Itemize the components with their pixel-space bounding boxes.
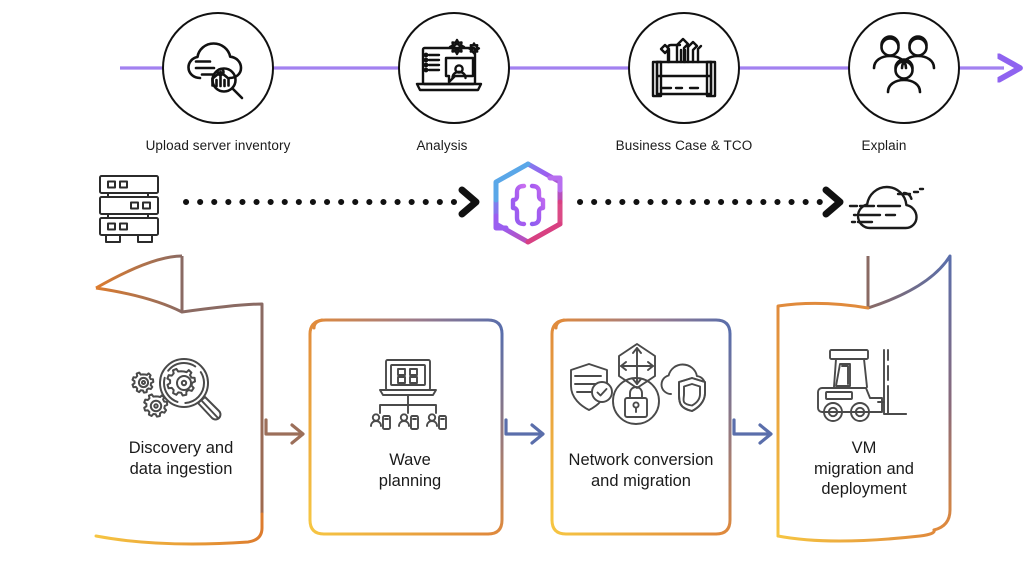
stage-arrow-3 (732, 418, 773, 445)
server-rack-icon (99, 175, 159, 243)
dotted-connector-left (183, 186, 480, 218)
cloud-search-icon (187, 42, 244, 100)
stage-label-network-conversion-and-migration: Network conversion and migration (568, 451, 714, 490)
timeline-label-analysis: Analysis (416, 138, 468, 153)
stage-shape-discovery-and-data-ingestion[interactable] (94, 254, 264, 546)
timeline-node-explain[interactable] (848, 12, 960, 124)
stage-shape-network-conversion-and-migration[interactable] (550, 318, 732, 536)
stage-label-discovery-and-data-ingestion: Discovery and data ingestion (128, 439, 234, 478)
dotted-connector-right (577, 186, 844, 218)
timeline-node-analysis[interactable] (398, 12, 510, 124)
laptop-org-chart-icon (358, 356, 458, 436)
timeline-label-business-case-tco: Business Case & TCO (615, 138, 753, 153)
stage-arrow-1 (264, 418, 305, 445)
people-group-icon (872, 35, 936, 94)
stage-arrow-2 (504, 418, 545, 445)
stage-shape-wave-planning[interactable] (308, 318, 504, 536)
security-cluster-icon (563, 338, 709, 436)
forklift-icon (812, 344, 918, 432)
migration-flow-band (99, 161, 925, 245)
magnifier-gears-icon (124, 352, 230, 434)
migration-stage-shapes (94, 254, 952, 546)
cloud-icon (848, 185, 925, 230)
laptop-gears-icon (415, 38, 483, 92)
timeline-label-upload-server-inventory: Upload server inventory (145, 138, 291, 153)
stage-shape-vm-migration-and-deployment[interactable] (776, 254, 952, 543)
stage-label-wave-planning: Wave planning (378, 451, 442, 490)
timeline-node-business-case-tco[interactable] (628, 12, 740, 124)
toolbox-icon (651, 37, 717, 98)
hexagon-refresh-icon (493, 161, 563, 245)
timeline-node-upload-server-inventory[interactable] (162, 12, 274, 124)
stage-label-vm-migration-and-deployment: VM migration and deployment (814, 439, 914, 498)
timeline-label-explain: Explain (861, 138, 907, 153)
